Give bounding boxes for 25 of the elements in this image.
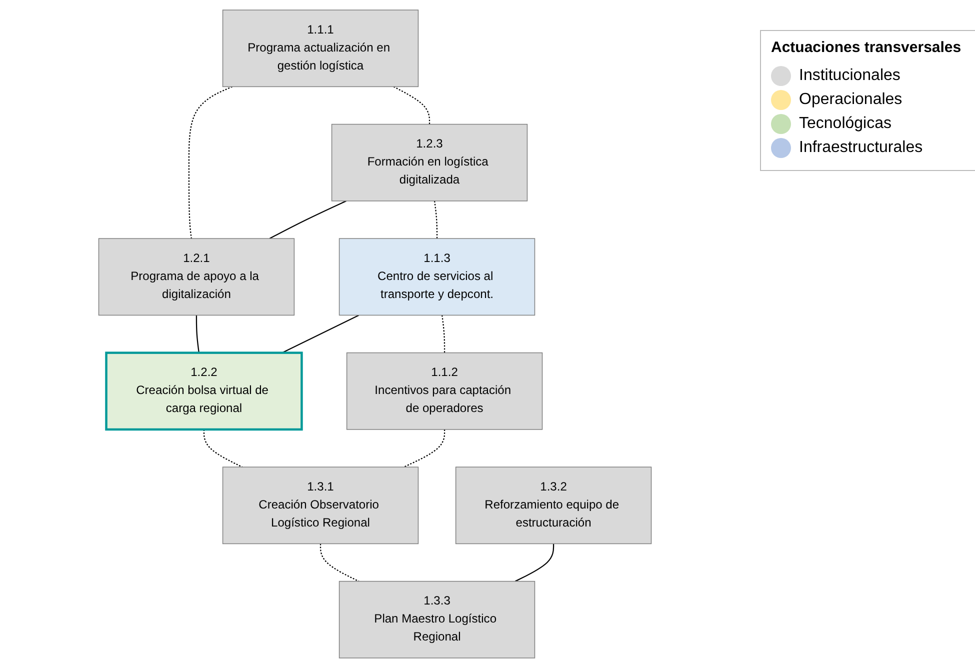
connector — [514, 544, 554, 582]
node-box: 1.1.3 Centro de servicios al transporte y depcont. — [338, 238, 536, 316]
connector — [196, 315, 200, 353]
legend-title: Actuaciones transversales — [771, 39, 962, 56]
connector — [320, 544, 360, 582]
node-box: 1.2.3 Formación en logística digitalizada — [331, 124, 528, 202]
legend-text: Institucionales — [799, 67, 900, 85]
node-box: 1.3.3 Plan Maestro Logístico Regional — [338, 580, 536, 658]
connector — [404, 429, 446, 468]
node-box: 1.2.2 Creación bolsa virtual de carga regional — [105, 352, 303, 431]
node-box: 1.3.2 Reforzamiento equipo de estructuración — [455, 466, 652, 544]
legend-text: Tecnológicas — [799, 115, 892, 133]
node-box: 1.3.1 Creación Observatorio Logístico Regional — [222, 466, 419, 544]
connector — [442, 315, 446, 353]
legend-text: Infraestructurales — [799, 139, 923, 157]
connector — [282, 314, 360, 354]
connector — [393, 86, 430, 124]
legend-text: Operacionales — [799, 91, 902, 109]
node-box: 1.1.1 Programa actualización en gestión logística — [222, 10, 419, 88]
connector — [434, 200, 438, 239]
connector — [203, 429, 243, 468]
node-box: 1.2.1 Programa de apoyo a la digitalización — [98, 238, 295, 316]
connector — [188, 86, 232, 239]
node-box: 1.1.2 Incentivos para captación de operadores — [346, 352, 543, 430]
connector — [269, 200, 346, 240]
